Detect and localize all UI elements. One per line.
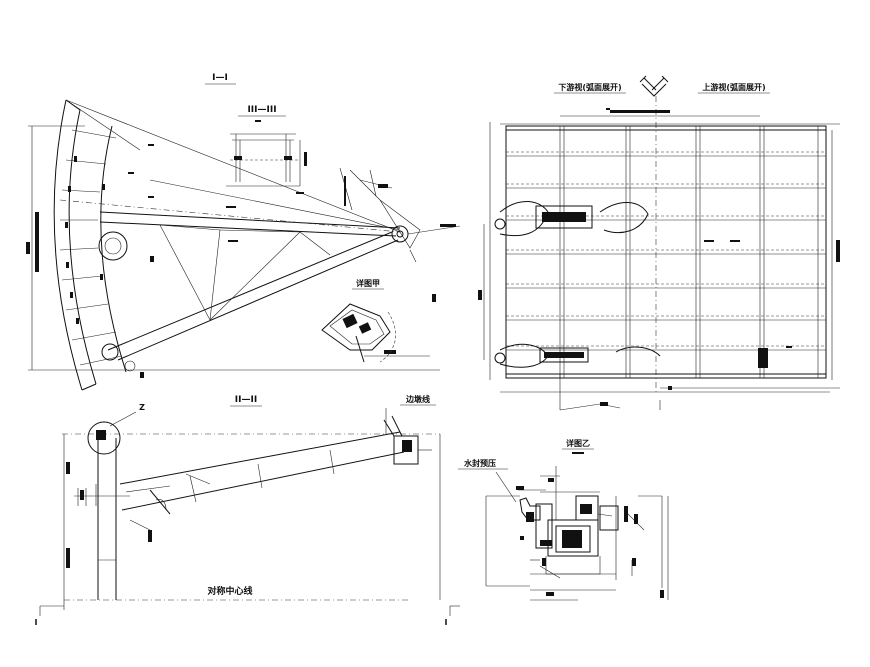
downstream-upstream-view: 下游视(弧面展开) 上游视(弧面展开) — [478, 75, 840, 411]
detail-b-view: 详图乙 水封预压 — [458, 438, 669, 601]
water-seal-label: 水封预压 — [463, 458, 496, 468]
detail-a-graphic — [321, 303, 430, 363]
section-ii-title: II—II — [235, 395, 257, 405]
section-iii-title: III—III — [247, 105, 276, 115]
section-iii-view: III—III — [226, 105, 307, 187]
mark-z-label: Z — [139, 403, 145, 412]
section-i-marker-left: I — [35, 618, 38, 627]
detail-b-label: 详图乙 — [566, 438, 590, 448]
section-i-marker-right: I — [445, 618, 448, 627]
tiny-annotation-marks — [128, 108, 792, 348]
symmetry-center-label: 对称中心线 — [207, 585, 252, 597]
downstream-view-label: 下游视(弧面展开) — [558, 82, 621, 92]
section-ii-view: II—II 边墩线 Z I I — [35, 394, 460, 627]
upstream-view-label: 上游视(弧面展开) — [702, 82, 765, 92]
detail-a-label: 详图甲 — [356, 278, 380, 288]
section-i-title: I—I — [212, 73, 228, 83]
boundary-line-label: 边墩线 — [405, 394, 430, 404]
section-i-side-view: I—I — [26, 73, 461, 391]
